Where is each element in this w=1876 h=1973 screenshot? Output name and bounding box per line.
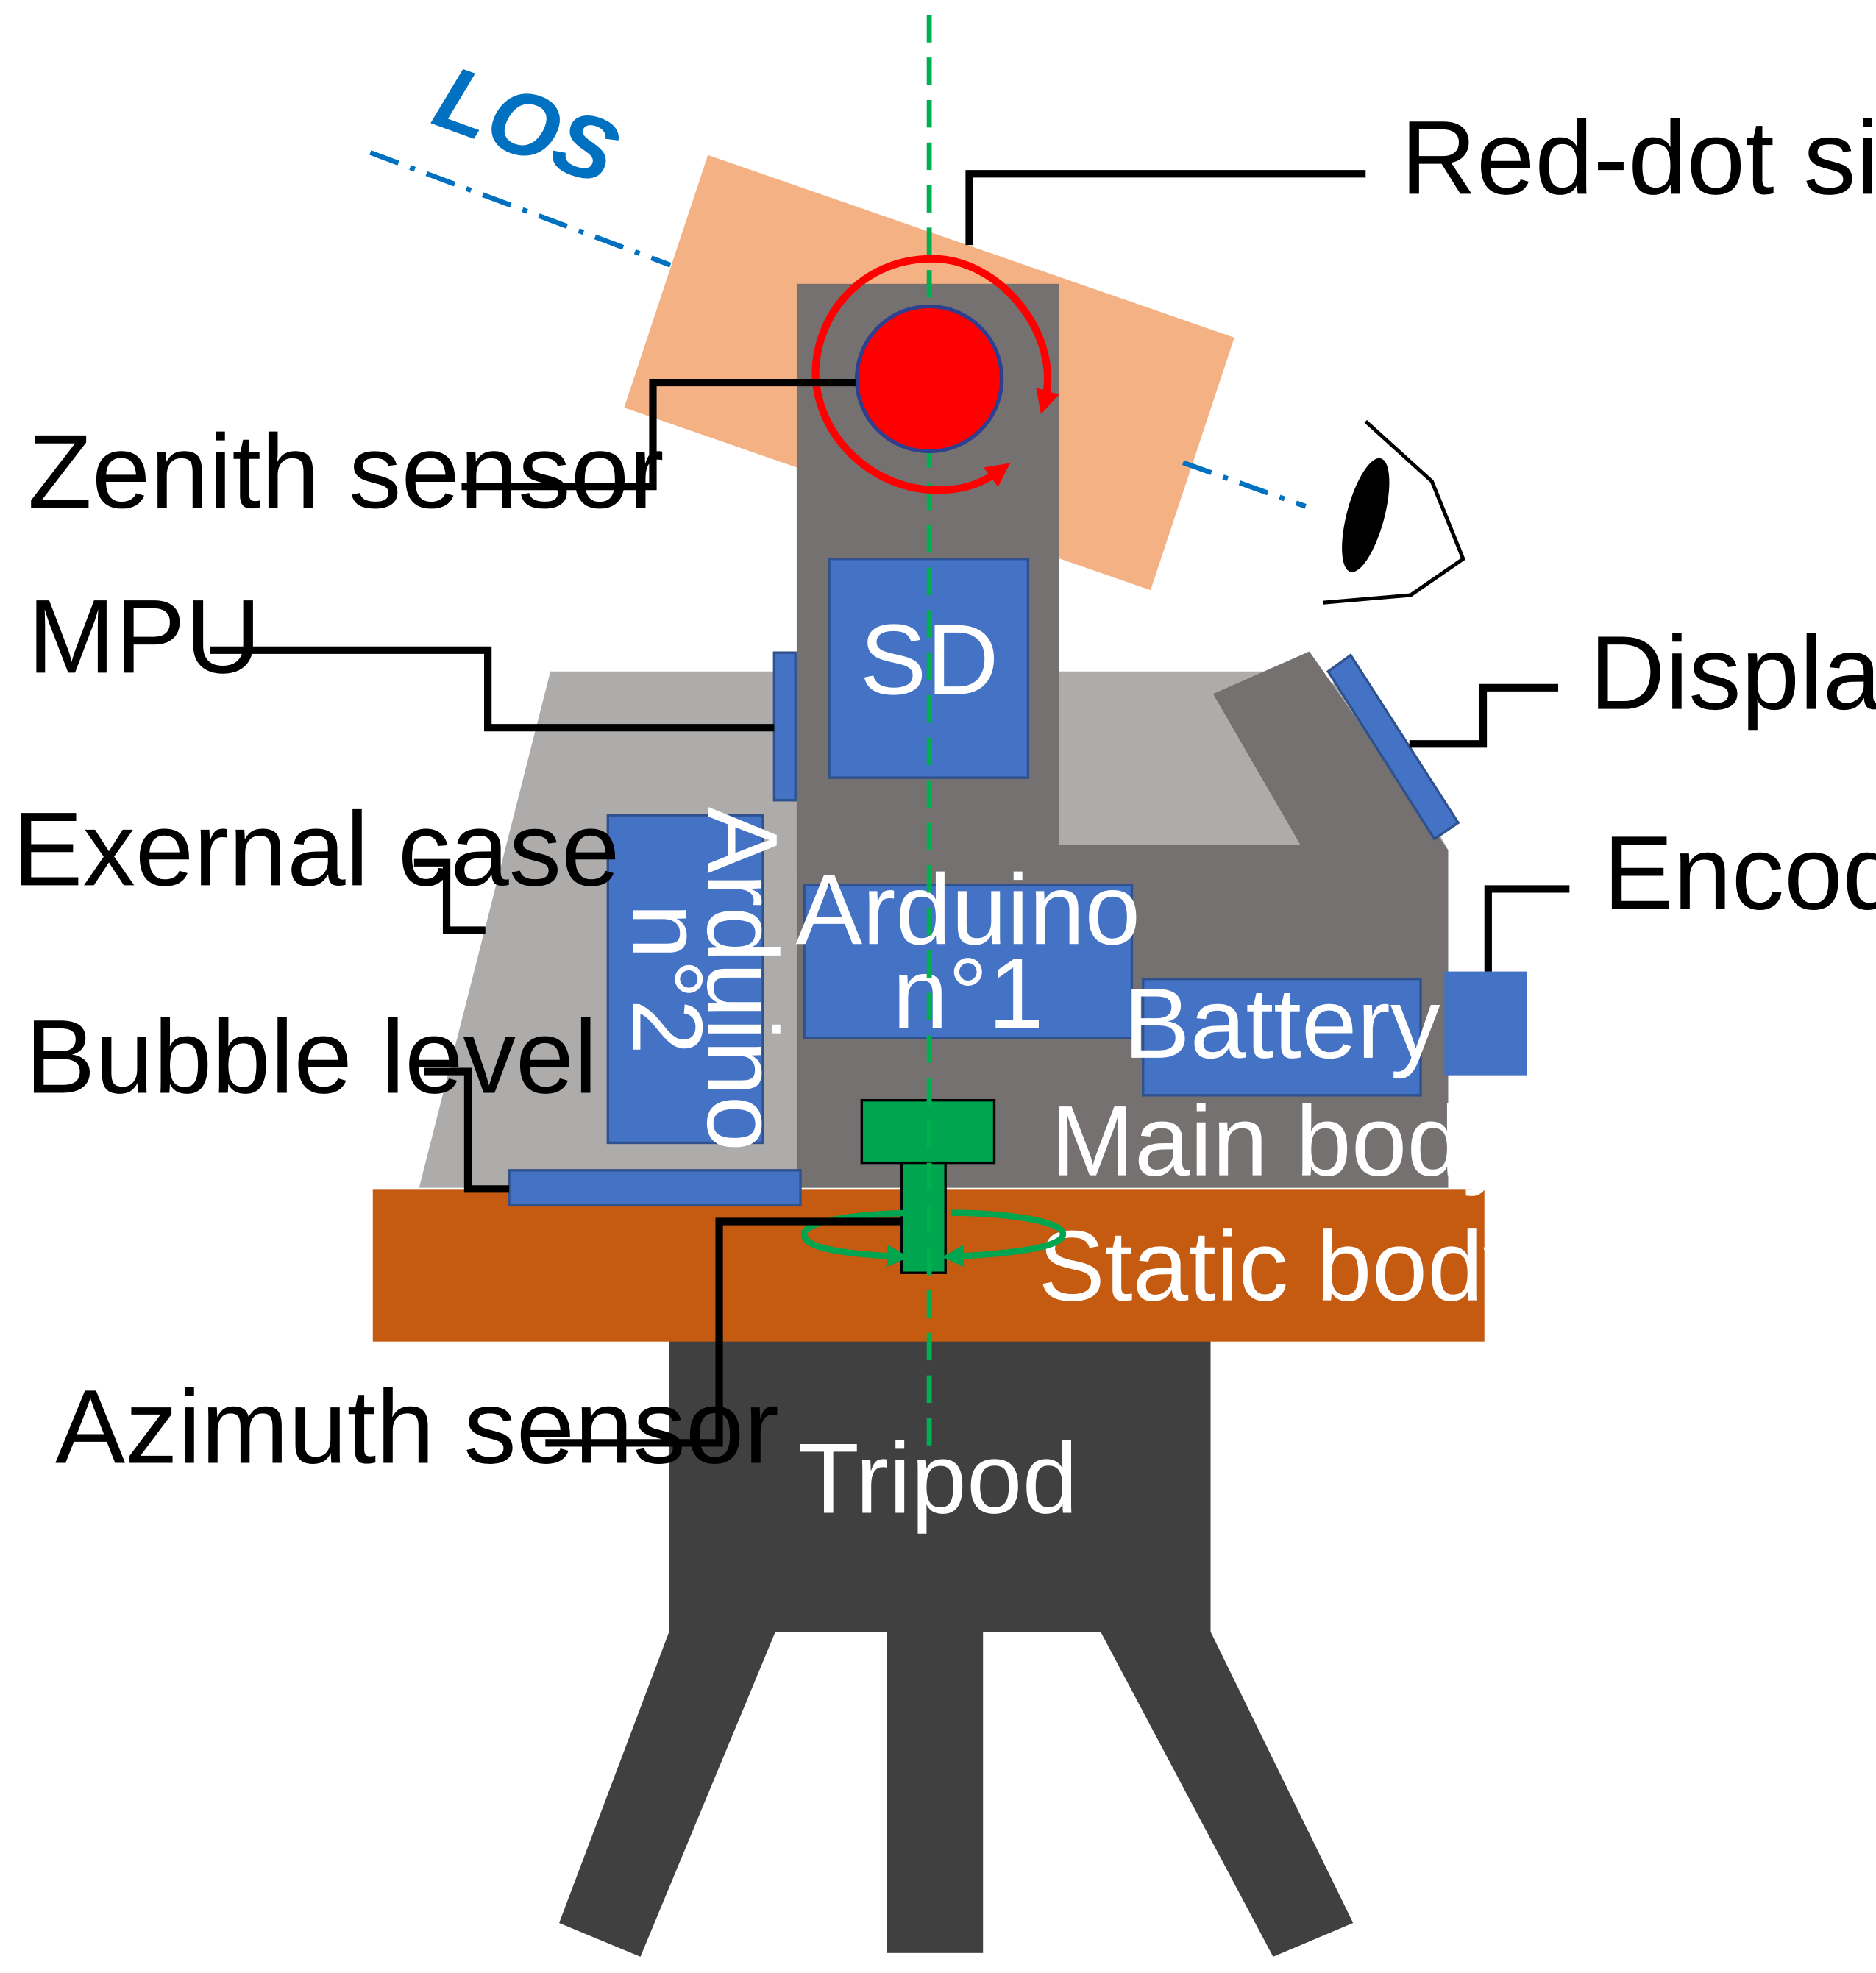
encoder-leader — [1484, 885, 1570, 972]
tripod-leg-center — [887, 1625, 984, 1953]
arduino-2: Arduino n°2 — [606, 806, 798, 1151]
los-line-lower — [1182, 460, 1307, 509]
arduino-1: Arduino n°1 — [795, 853, 1140, 1049]
zenith-sensor-leader — [461, 378, 856, 491]
mpu — [772, 651, 797, 802]
zenith-sensor-disc — [854, 304, 1004, 454]
azimuth-sensor-label: Azimuth sensor — [55, 1369, 779, 1486]
tripod-leg-right — [1100, 1632, 1354, 1957]
zenith-sensor-label: Zenith sensor — [28, 413, 664, 530]
los-label: LOS — [422, 46, 630, 204]
arduino-1-label-line2: n°1 — [892, 937, 1044, 1049]
encoder — [1444, 971, 1527, 1076]
bubble-level-leader — [424, 1067, 510, 1193]
azimuth-sensor-leader — [545, 1217, 902, 1447]
tripod-leg-left — [559, 1632, 776, 1957]
display-label: Display — [1590, 615, 1876, 732]
display — [1326, 653, 1460, 841]
bubble-level — [508, 1169, 802, 1207]
encoder-label: Encoder — [1603, 815, 1876, 932]
bubble-level-label: Bubble level — [25, 998, 597, 1115]
mpu-leader — [210, 646, 775, 732]
main-body-label: Main body — [1051, 1085, 1513, 1197]
azimuth-rotation-arrow-right — [942, 1209, 1067, 1268]
external-case-label: Exernal case — [13, 791, 619, 908]
arduino-1-label-line1: Arduino — [795, 853, 1140, 965]
azimuth-rotation-arrow-left — [800, 1209, 926, 1268]
eye-icon — [1323, 419, 1465, 605]
azimuth-sensor-shaft — [900, 1161, 947, 1274]
mpu-label: MPU — [28, 578, 261, 695]
tripod: Tripod — [559, 1340, 1354, 1957]
display-leader — [1409, 683, 1559, 748]
arduino-2-label-line2: n°2 — [611, 903, 723, 1055]
battery-label: Battery — [1123, 967, 1440, 1079]
battery: Battery — [1123, 967, 1440, 1097]
red-dot-sight-leader — [965, 170, 1366, 246]
zenith-rotation-arrow-upper — [811, 255, 1059, 414]
tripod-label: Tripod — [798, 1423, 1078, 1535]
static-body-label: Static body — [1038, 1210, 1533, 1322]
red-dot-sight-label: Red-dot sight — [1401, 99, 1876, 216]
zenith-rotation-arrow-lower — [811, 374, 1011, 494]
external-case-leader — [413, 858, 486, 934]
tripod-head — [669, 1340, 1211, 1632]
los-line-upper — [369, 150, 672, 268]
arduino-2-label-line1: Arduino — [686, 806, 798, 1151]
zenith-sensor — [811, 255, 1059, 494]
